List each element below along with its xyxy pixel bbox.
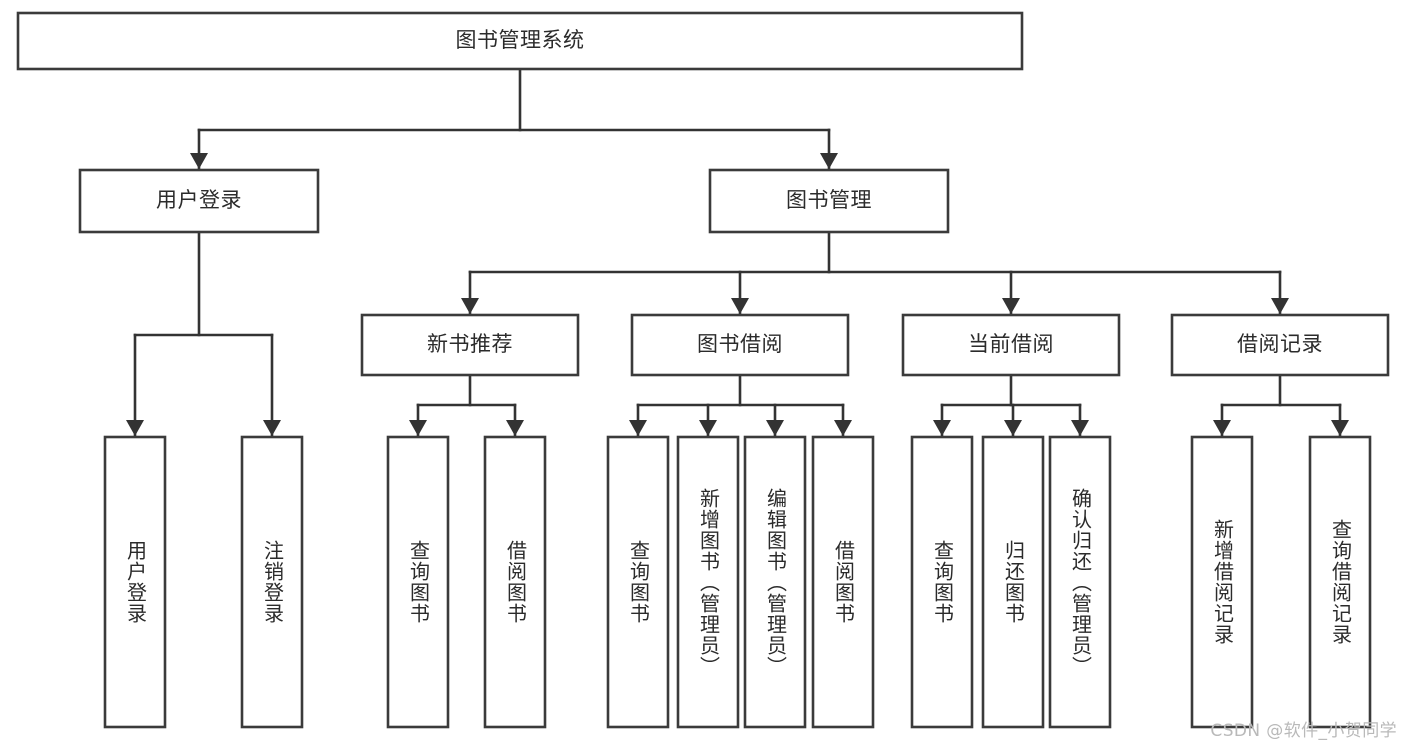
node-box-leaf-query-book-borrow[interactable] <box>606 435 670 729</box>
arrow-head-icon <box>263 420 281 436</box>
arrow-head-icon <box>820 153 838 169</box>
node-box-leaf-add-book-admin[interactable] <box>676 435 740 729</box>
arrow-head-icon <box>933 420 951 436</box>
node-box-leaf-borrow-book-rec[interactable] <box>483 435 547 729</box>
node-box-new-book-recommend[interactable] <box>360 313 580 377</box>
edges-layer <box>126 67 1349 438</box>
node-box-root[interactable] <box>16 11 1024 71</box>
node-box-leaf-query-borrow-record[interactable] <box>1308 435 1372 729</box>
arrow-head-icon <box>1004 420 1022 436</box>
arrow-head-icon <box>409 420 427 436</box>
arrow-head-icon <box>1071 420 1089 436</box>
node-box-book-borrow[interactable] <box>630 313 850 377</box>
arrow-head-icon <box>1213 420 1231 436</box>
arrow-head-icon <box>506 420 524 436</box>
node-box-leaf-query-book-cur[interactable] <box>910 435 974 729</box>
node-box-user-login[interactable] <box>78 168 320 234</box>
arrow-head-icon <box>699 420 717 436</box>
arrow-head-icon <box>1331 420 1349 436</box>
arrow-head-icon <box>731 298 749 314</box>
arrow-head-icon <box>461 298 479 314</box>
arrow-head-icon <box>126 420 144 436</box>
node-box-leaf-add-borrow-record[interactable] <box>1190 435 1254 729</box>
node-box-current-borrow[interactable] <box>901 313 1121 377</box>
node-box-leaf-user-login[interactable] <box>103 435 167 729</box>
node-box-leaf-query-book-rec[interactable] <box>386 435 450 729</box>
arrow-head-icon <box>834 420 852 436</box>
node-box-leaf-edit-book-admin[interactable] <box>743 435 807 729</box>
arrow-head-icon <box>190 153 208 169</box>
node-box-book-management[interactable] <box>708 168 950 234</box>
node-box-leaf-confirm-return-admin[interactable] <box>1048 435 1112 729</box>
node-box-leaf-borrow-book[interactable] <box>811 435 875 729</box>
arrow-head-icon <box>1002 298 1020 314</box>
nodes-layer <box>16 11 1390 729</box>
node-box-borrow-record[interactable] <box>1170 313 1390 377</box>
arrow-head-icon <box>766 420 784 436</box>
arrow-head-icon <box>1271 298 1289 314</box>
arrow-head-icon <box>629 420 647 436</box>
node-box-leaf-logout-login[interactable] <box>240 435 304 729</box>
node-box-leaf-return-book[interactable] <box>981 435 1045 729</box>
